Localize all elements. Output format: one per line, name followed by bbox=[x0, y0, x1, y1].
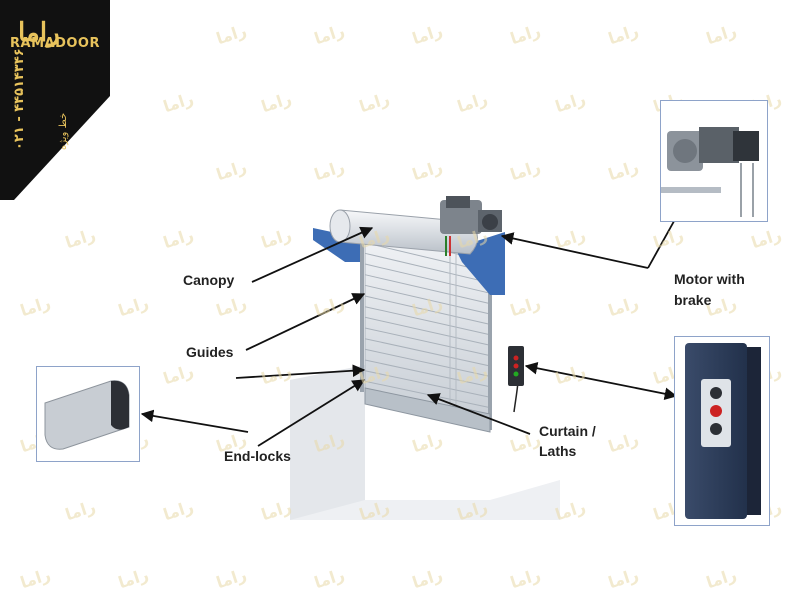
curtain-label-line2: Laths bbox=[539, 443, 577, 459]
shutter-curtain bbox=[364, 231, 491, 419]
end-locks-label: End-locks bbox=[224, 448, 291, 464]
slat-line bbox=[364, 327, 491, 357]
logo-mark: راما bbox=[18, 18, 60, 48]
slat-line bbox=[364, 284, 491, 315]
controller-illustration bbox=[685, 343, 761, 519]
bottom-bar bbox=[364, 387, 491, 433]
end-locks-arrow-low bbox=[257, 379, 366, 447]
slat-line bbox=[364, 274, 491, 305]
slat-line bbox=[364, 348, 491, 377]
logo-background bbox=[0, 0, 110, 200]
slat-line bbox=[364, 306, 491, 336]
slat-line bbox=[364, 295, 491, 325]
motor-label-line1: Motor with bbox=[674, 271, 745, 287]
motor-photo bbox=[660, 100, 768, 222]
canopy-label: Canopy bbox=[183, 272, 235, 288]
side-wall bbox=[290, 365, 365, 520]
slat-line bbox=[364, 263, 491, 294]
curtain-arrow bbox=[426, 393, 531, 435]
slat-line bbox=[364, 359, 491, 388]
guides-label: Guides bbox=[186, 344, 234, 360]
curtain-label-line1: Curtain / bbox=[539, 423, 596, 439]
canopy-arrow bbox=[251, 226, 374, 283]
controller-arrow bbox=[524, 362, 678, 400]
end-lock-photo bbox=[36, 366, 140, 462]
end-locks-arrow-photo bbox=[140, 409, 249, 433]
motor-arrow-door bbox=[500, 232, 649, 269]
motor-label-line2: brake bbox=[674, 292, 712, 308]
slat-line bbox=[364, 252, 491, 284]
slat-line bbox=[364, 316, 491, 346]
slat-line bbox=[364, 338, 491, 367]
logo-phone: ۰۲۱ - ۴۴۵۱۴۳۴۶ bbox=[12, 48, 27, 150]
motor-photo-illustration bbox=[661, 127, 759, 217]
motor-unit bbox=[440, 196, 502, 256]
slat-line bbox=[364, 370, 491, 398]
controller-photo bbox=[674, 336, 770, 526]
guides-arrow bbox=[245, 293, 366, 351]
end-locks-arrow-door bbox=[235, 364, 366, 379]
logo-sub: خط ویژه bbox=[58, 112, 69, 150]
end-lock-illustration bbox=[44, 380, 130, 450]
wall-control-box bbox=[508, 346, 524, 413]
logo-brand: RAMADOOR bbox=[10, 36, 100, 51]
